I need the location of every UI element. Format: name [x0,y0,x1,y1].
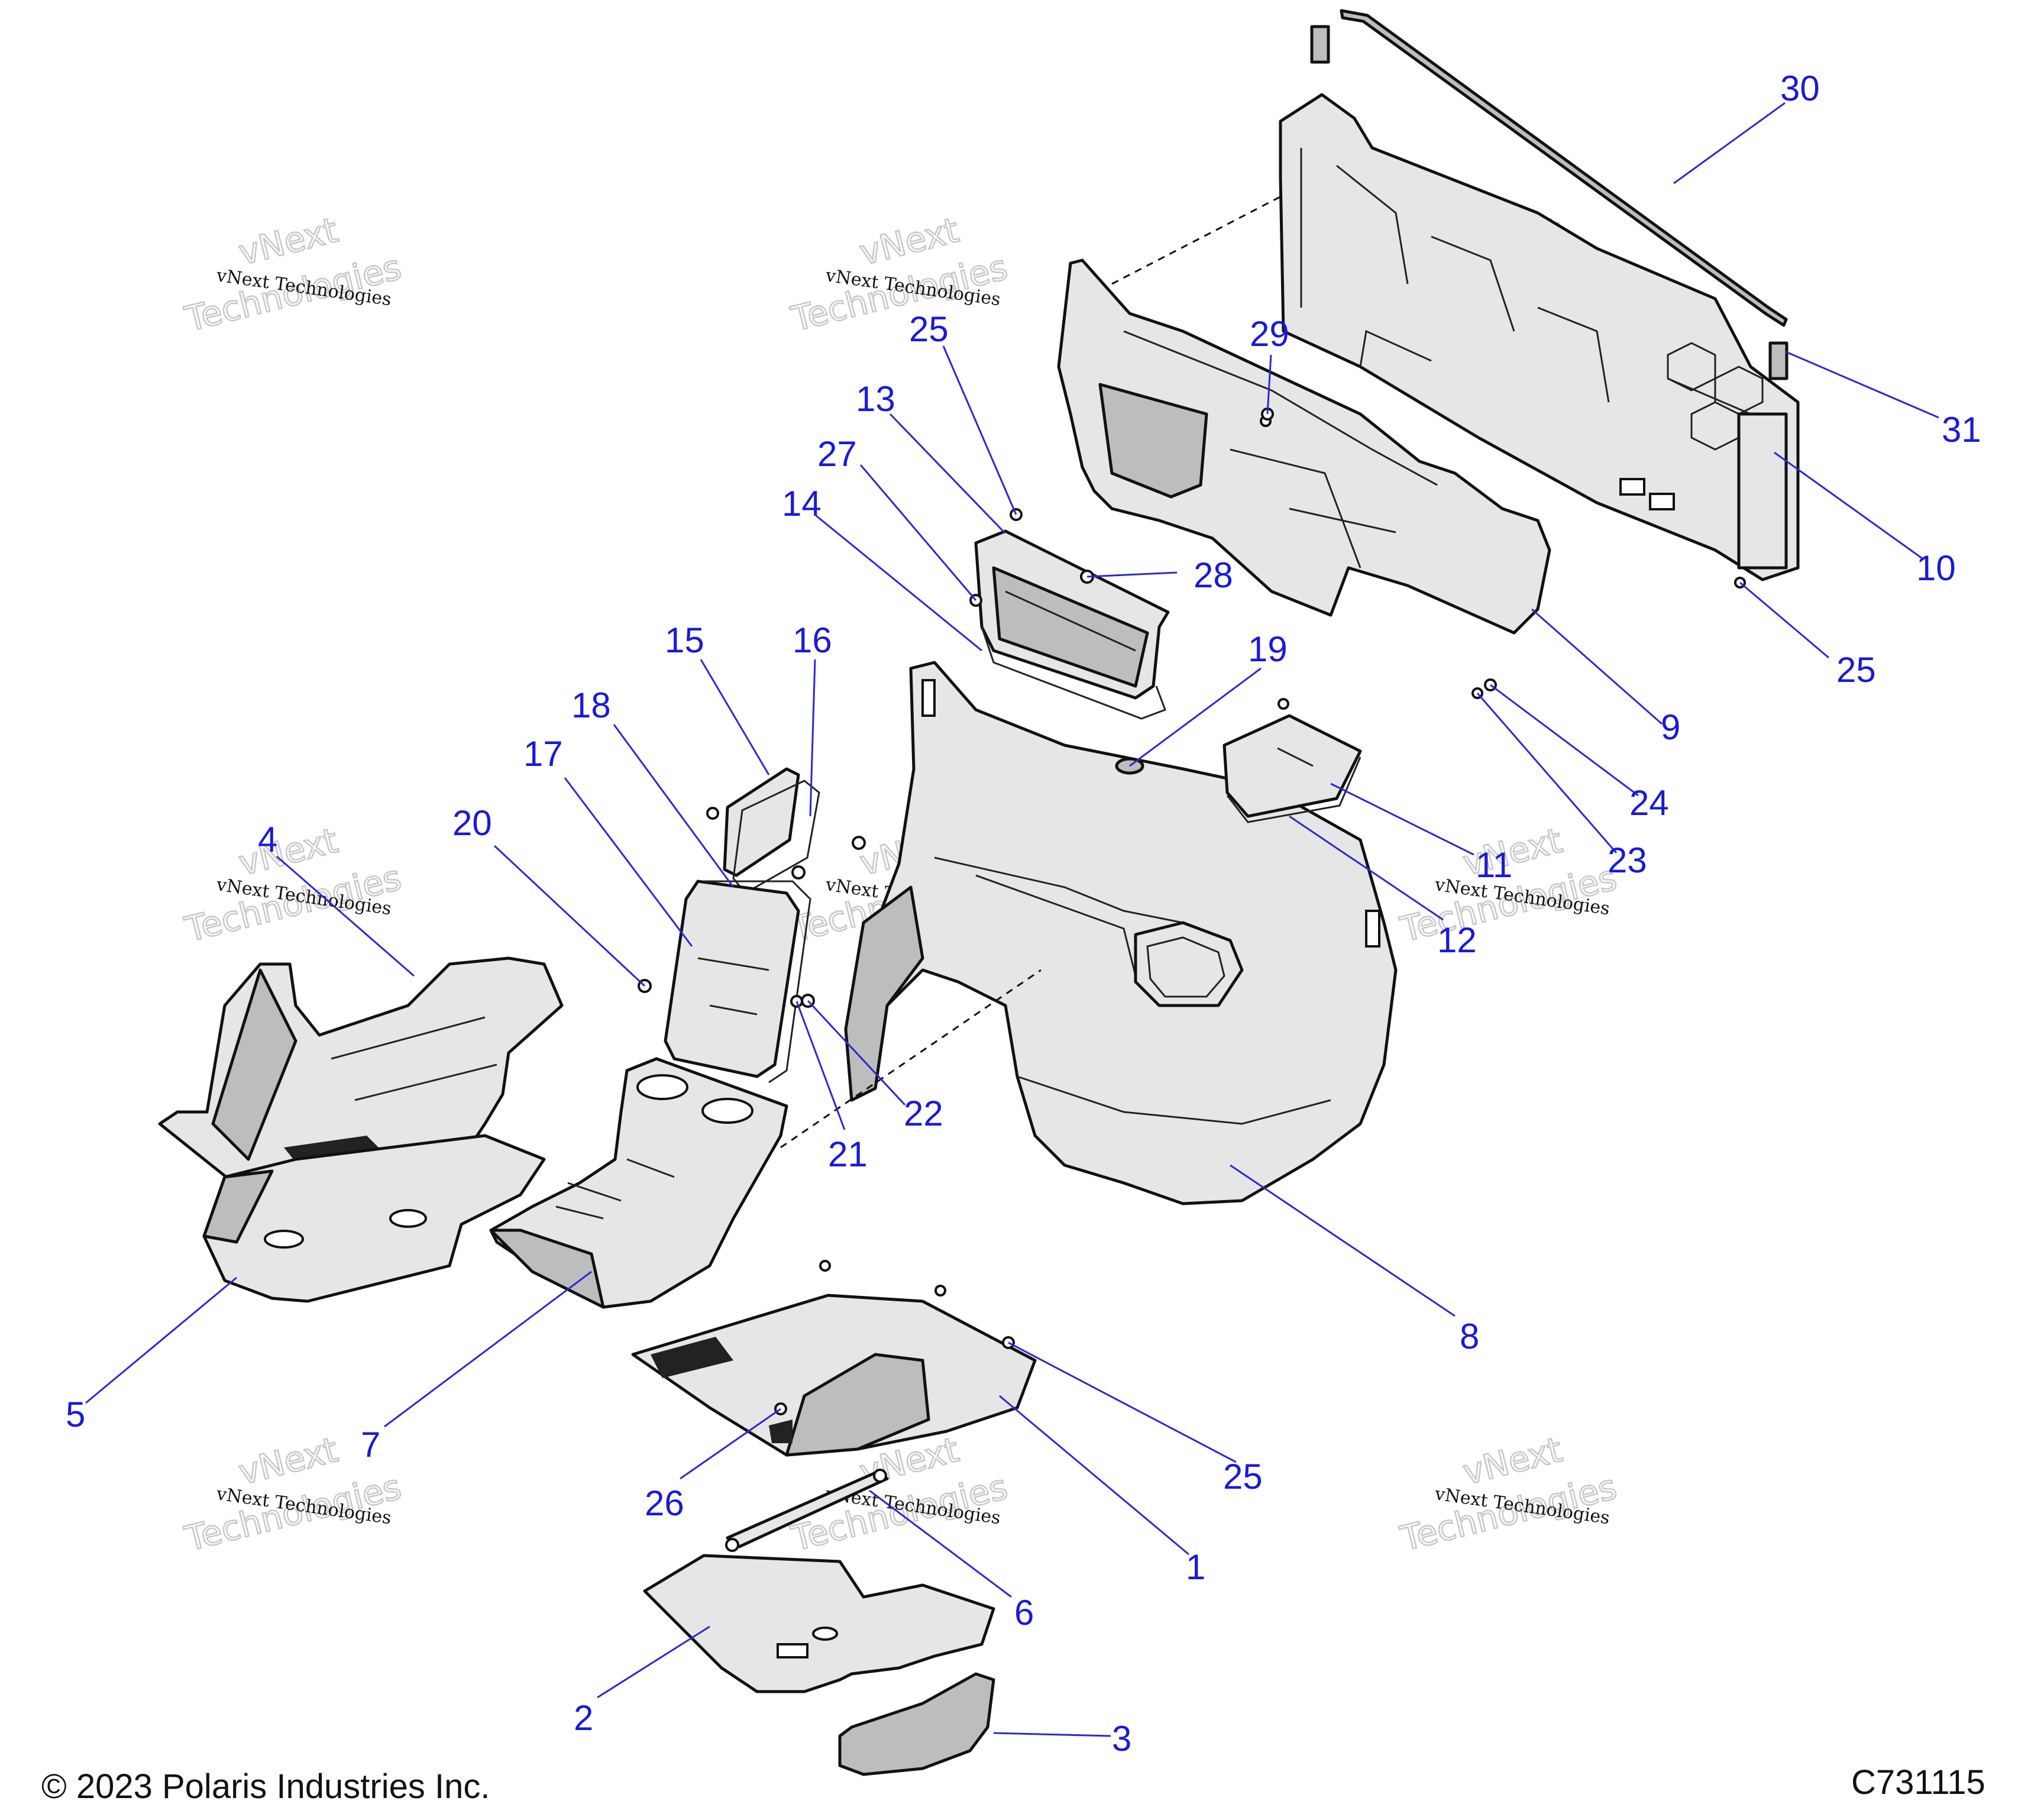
callout-18: 18 [571,686,611,725]
callout-12: 12 [1437,920,1477,960]
callout-11: 11 [1476,845,1512,885]
callout-29: 29 [1250,314,1289,354]
callout-25-top: 25 [909,309,949,349]
watermark-4: vNext Technologies vNext Technologies [180,819,406,950]
drawing-code: C731115 [1851,1763,1985,1802]
watermark-6: vNext Technologies vNext Technologies [1396,819,1621,950]
part-5-left-floor-lower [202,1134,546,1303]
part-1-right-floor [631,1294,1037,1457]
callout-17: 17 [523,734,563,774]
part-10-rear-panel [1279,93,1800,581]
fastener-f [934,1285,946,1297]
callout-14: 14 [782,484,822,523]
assembly-guide-line-2 [780,969,1042,1149]
callout-20: 20 [452,803,492,843]
callout-22: 22 [904,1094,943,1133]
callout-3: 3 [1112,1719,1131,1758]
part-31-block [1768,341,1789,380]
callout-25-lower: 25 [1223,1457,1263,1496]
callout-4: 4 [258,820,277,859]
part-7-center-console [489,1057,788,1309]
callout-labels: 30 31 10 25 29 25 13 27 28 14 9 24 23 19… [66,69,1981,1758]
fastener-a [1278,698,1289,710]
callout-19: 19 [1248,629,1288,669]
watermark-vnext-big: vNext [235,210,342,273]
parts [158,9,1800,1776]
fastener-d [706,807,719,820]
part-6-strap [725,1469,889,1552]
part-15-hatch [723,767,800,877]
callout-6: 6 [1014,1593,1034,1632]
assembly-guide-line [1111,194,1284,285]
callout-31: 31 [1942,410,1981,450]
watermark-2: vNext Technologies vNext Technologies [787,209,1012,340]
callout-28: 28 [1194,555,1233,595]
leader-lines [85,102,1939,1737]
part-3-kick-panel [838,1672,995,1776]
callout-13: 13 [856,379,895,419]
watermark-vnext-big: vNext [235,820,342,884]
callout-2: 2 [574,1698,593,1738]
callout-9: 9 [1661,707,1680,747]
part-30-rod [1340,9,1788,327]
fastener-e [819,1260,831,1272]
part-12-gasket [1226,756,1361,823]
part-18-frame [704,880,811,1084]
part-16-seal [732,780,820,894]
callout-21: 21 [828,1134,868,1174]
fastener-b [852,836,866,850]
callout-30: 30 [1780,69,1820,108]
watermark-1: vNext Technologies vNext Technologies [180,209,406,340]
callout-10: 10 [1916,548,1956,588]
fastener-c [791,865,806,880]
part-17-lid [664,880,800,1078]
callout-16: 16 [793,620,832,660]
callout-8: 8 [1460,1317,1479,1356]
watermark-9: vNext Technologies vNext Technologies [1396,1428,1621,1560]
callout-25-right: 25 [1836,650,1876,690]
copyright-text: © 2023 Polaris Industries Inc. [41,1767,490,1806]
part-31-block-top [1310,25,1330,64]
callout-15: 15 [665,620,704,660]
part-2-floor-mat [643,1554,995,1693]
callout-5: 5 [66,1395,85,1434]
callout-26: 26 [645,1483,684,1523]
callout-23: 23 [1608,840,1647,880]
part-14-gasket [981,626,1166,720]
watermark-vnext-big: vNext [235,1430,342,1493]
callout-7: 7 [361,1425,380,1464]
part-13-storage-box [974,529,1170,700]
callout-1: 1 [1186,1547,1205,1587]
callout-24: 24 [1629,783,1669,823]
callout-27: 27 [817,434,857,474]
part-11-cover-plate [1222,714,1362,818]
